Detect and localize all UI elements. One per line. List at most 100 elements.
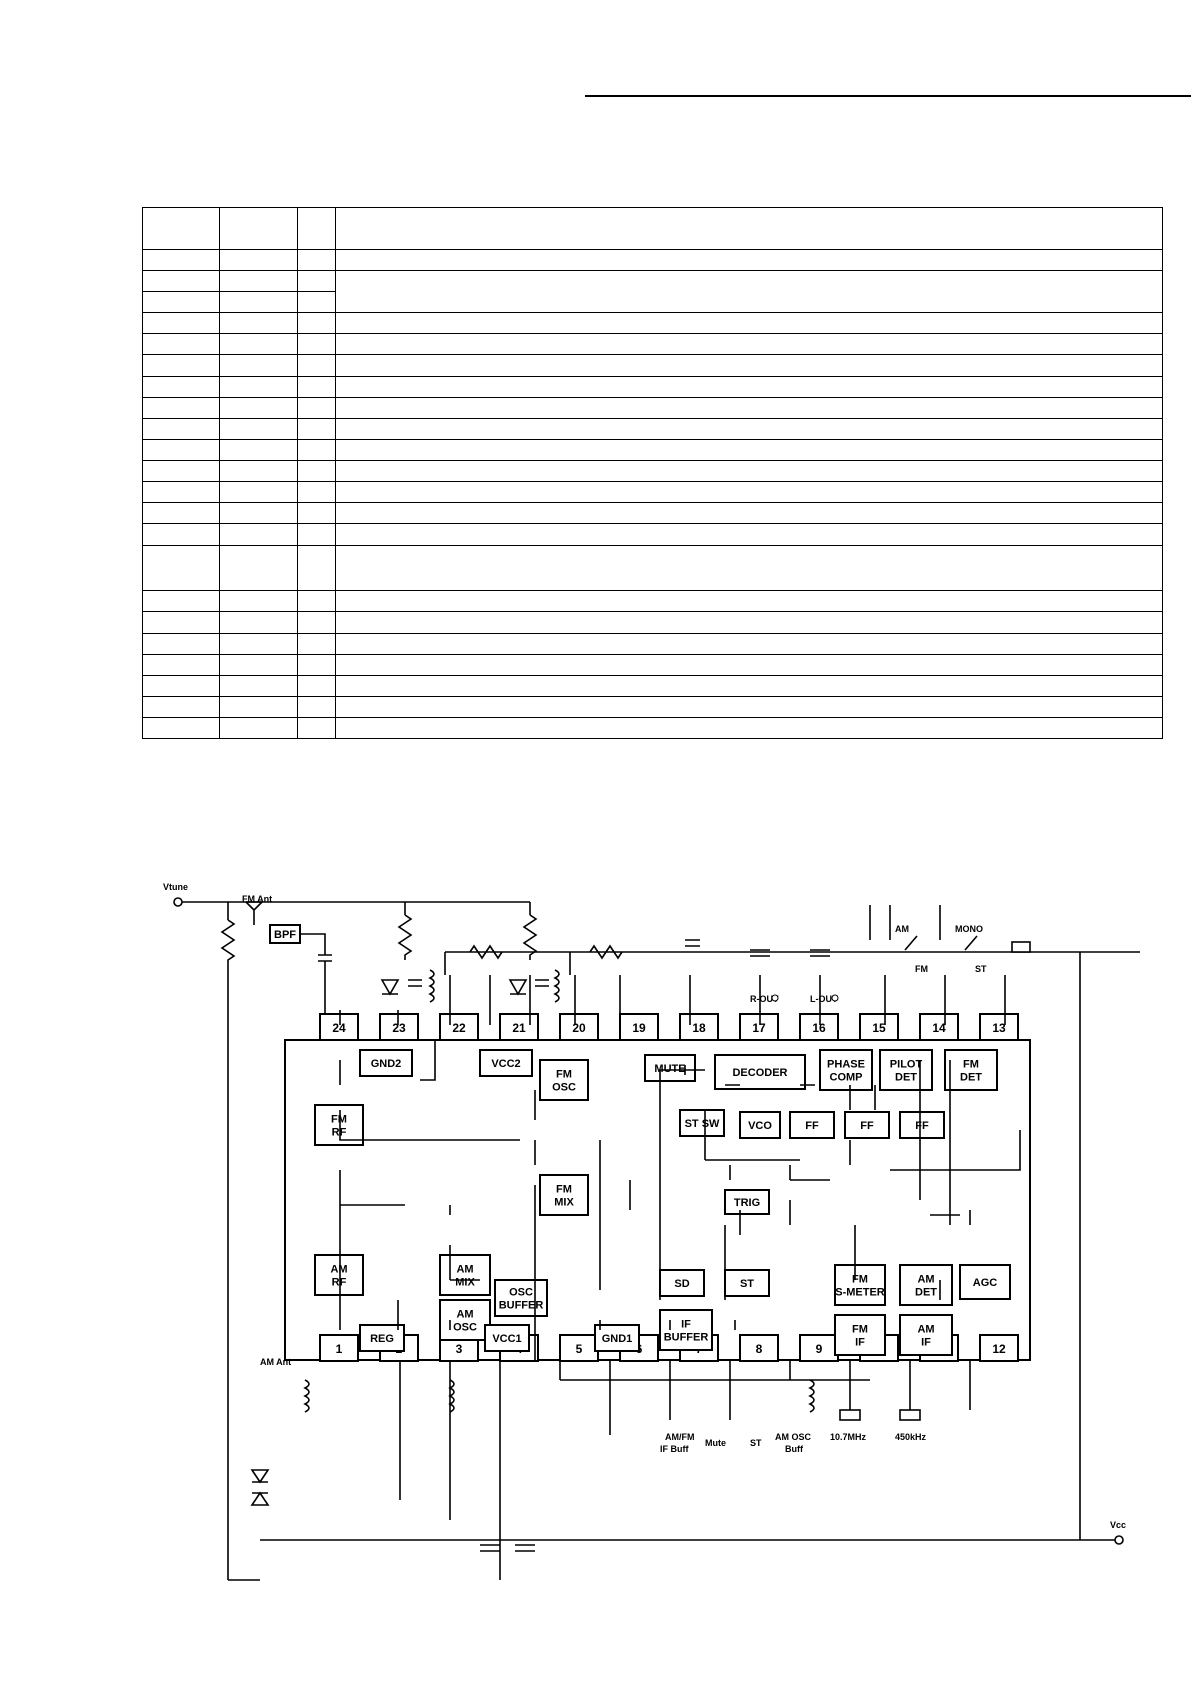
table-cell — [335, 438, 1163, 461]
svg-text:FM Ant: FM Ant — [242, 894, 272, 904]
header-rule — [585, 95, 1191, 97]
reg-block: REG — [359, 1324, 405, 1352]
svg-text:AM Ant: AM Ant — [260, 1357, 291, 1367]
svg-text:S-METER: S-METER — [835, 1287, 885, 1299]
svg-text:AM OSC: AM OSC — [775, 1432, 812, 1442]
svg-text:RF: RF — [332, 1127, 347, 1139]
coil-icon — [303, 1379, 310, 1413]
vcc2-block: VCC2 — [479, 1049, 533, 1077]
table-cell — [335, 674, 1163, 697]
table-cell — [297, 291, 336, 314]
svg-text:REG: REG — [370, 1333, 394, 1345]
svg-text:10.7MHz: 10.7MHz — [830, 1432, 867, 1442]
table-cell — [219, 417, 298, 440]
svg-text:RF: RF — [332, 1277, 347, 1289]
decoder-block: DECODER — [714, 1054, 806, 1090]
crystal-icon — [839, 1409, 861, 1421]
table-cell — [335, 716, 1163, 740]
table-cell — [335, 396, 1163, 419]
table-cell — [219, 501, 298, 524]
svg-text:IF: IF — [681, 1319, 691, 1331]
table-cell — [219, 632, 298, 655]
svg-text:AM: AM — [895, 924, 909, 934]
svg-text:ST SW: ST SW — [685, 1118, 720, 1130]
svg-text:Buff: Buff — [785, 1444, 804, 1454]
table-row — [142, 417, 1163, 440]
pin-23: 23 — [379, 1013, 419, 1041]
table-cell — [142, 590, 220, 613]
svg-text:16: 16 — [812, 1021, 826, 1035]
table-cell — [335, 270, 1163, 314]
svg-text:13: 13 — [992, 1021, 1006, 1035]
svg-text:FM: FM — [963, 1059, 979, 1071]
table-row — [142, 333, 1163, 356]
svg-text:TRIG: TRIG — [734, 1197, 760, 1209]
svg-text:21: 21 — [512, 1021, 526, 1035]
svg-text:OSC: OSC — [509, 1287, 533, 1299]
svg-text:DET: DET — [895, 1072, 917, 1084]
table-row — [142, 438, 1163, 461]
svg-text:3: 3 — [456, 1342, 463, 1356]
table-cell — [335, 480, 1163, 503]
table-cell — [297, 206, 336, 251]
svg-text:19: 19 — [632, 1021, 646, 1035]
table-cell — [335, 590, 1163, 613]
diode-icon — [250, 1469, 270, 1506]
table-cell — [297, 354, 336, 377]
table-row — [142, 375, 1163, 398]
table-cell — [142, 545, 220, 592]
svg-text:OSC: OSC — [552, 1082, 576, 1094]
table-cell — [219, 206, 298, 251]
coil-icon — [428, 969, 435, 1003]
table-cell — [219, 249, 298, 272]
table-cell — [297, 522, 336, 547]
table-row — [142, 632, 1163, 655]
svg-text:5: 5 — [576, 1342, 583, 1356]
table-cell — [219, 480, 298, 503]
table-cell — [142, 632, 220, 655]
table-cell — [297, 480, 336, 503]
resistor — [469, 944, 503, 960]
table-row — [142, 590, 1163, 613]
table-cell — [142, 354, 220, 377]
table-row — [142, 459, 1163, 482]
table-cell — [142, 270, 220, 293]
table-cell — [297, 716, 336, 740]
svg-text:GND2: GND2 — [371, 1058, 402, 1070]
pin-19: 19 — [619, 1013, 659, 1041]
sd-block: SD — [659, 1269, 705, 1297]
table-row — [142, 249, 1163, 272]
coil-icon — [808, 1379, 815, 1413]
table-cell — [335, 206, 1163, 251]
table-cell — [142, 653, 220, 676]
table-cell — [142, 375, 220, 398]
table-cell — [219, 695, 298, 718]
table-cell — [142, 438, 220, 461]
table-cell — [219, 354, 298, 377]
pin-22: 22 — [439, 1013, 479, 1041]
svg-text:DET: DET — [960, 1072, 982, 1084]
svg-text:AM/FM: AM/FM — [665, 1432, 695, 1442]
vcc-terminal: Vcc — [1110, 1520, 1126, 1545]
table-cell — [142, 417, 220, 440]
table-cell — [335, 249, 1163, 272]
table-cell — [297, 249, 336, 272]
r-out-label: R-OUT — [750, 994, 779, 1004]
svg-text:MIX: MIX — [455, 1277, 475, 1289]
svg-text:PILOT: PILOT — [890, 1059, 923, 1071]
table-cell — [297, 270, 336, 293]
svg-text:MIX: MIX — [554, 1197, 574, 1209]
pin-17: 17 — [739, 1013, 779, 1041]
table-cell — [297, 312, 336, 335]
svg-text:AM: AM — [917, 1324, 934, 1336]
table-cell — [219, 438, 298, 461]
table-cell — [335, 459, 1163, 482]
table-row — [142, 501, 1163, 524]
